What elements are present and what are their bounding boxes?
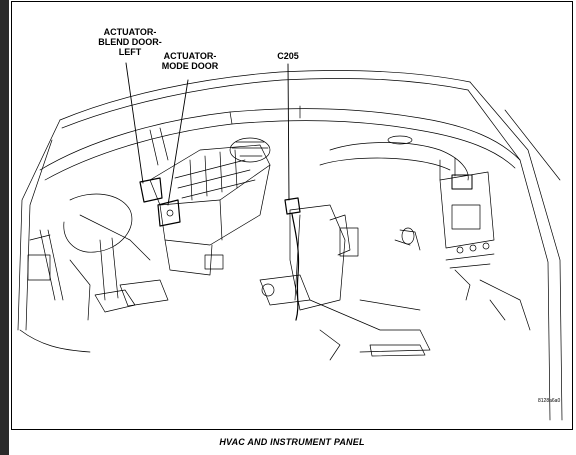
vehicle-body-outline [17, 70, 563, 421]
callout-actuator-mode-door: ACTUATOR- MODE DOOR [161, 51, 219, 71]
figure-caption: HVAC AND INSTRUMENT PANEL [219, 437, 365, 447]
c205-harness [284, 197, 301, 321]
leader-line-mode-door [167, 79, 189, 206]
leader-line-c205 [287, 63, 290, 201]
center-console [259, 204, 431, 361]
figure-reference-code: 8128a6a0 [538, 398, 561, 404]
steering-and-pedals [27, 193, 169, 321]
instrument-panel-top [39, 105, 521, 181]
radio-and-controls [394, 157, 531, 331]
leader-line-blend-door [125, 62, 144, 184]
leader-lines [125, 62, 290, 206]
callout-actuator-blend-door-left: ACTUATOR- BLEND DOOR- LEFT [98, 27, 162, 57]
hvac-housing [149, 127, 271, 276]
left-margin-bar [0, 0, 9, 455]
callout-c205: C205 [277, 51, 299, 61]
actuator-shapes [139, 177, 181, 227]
